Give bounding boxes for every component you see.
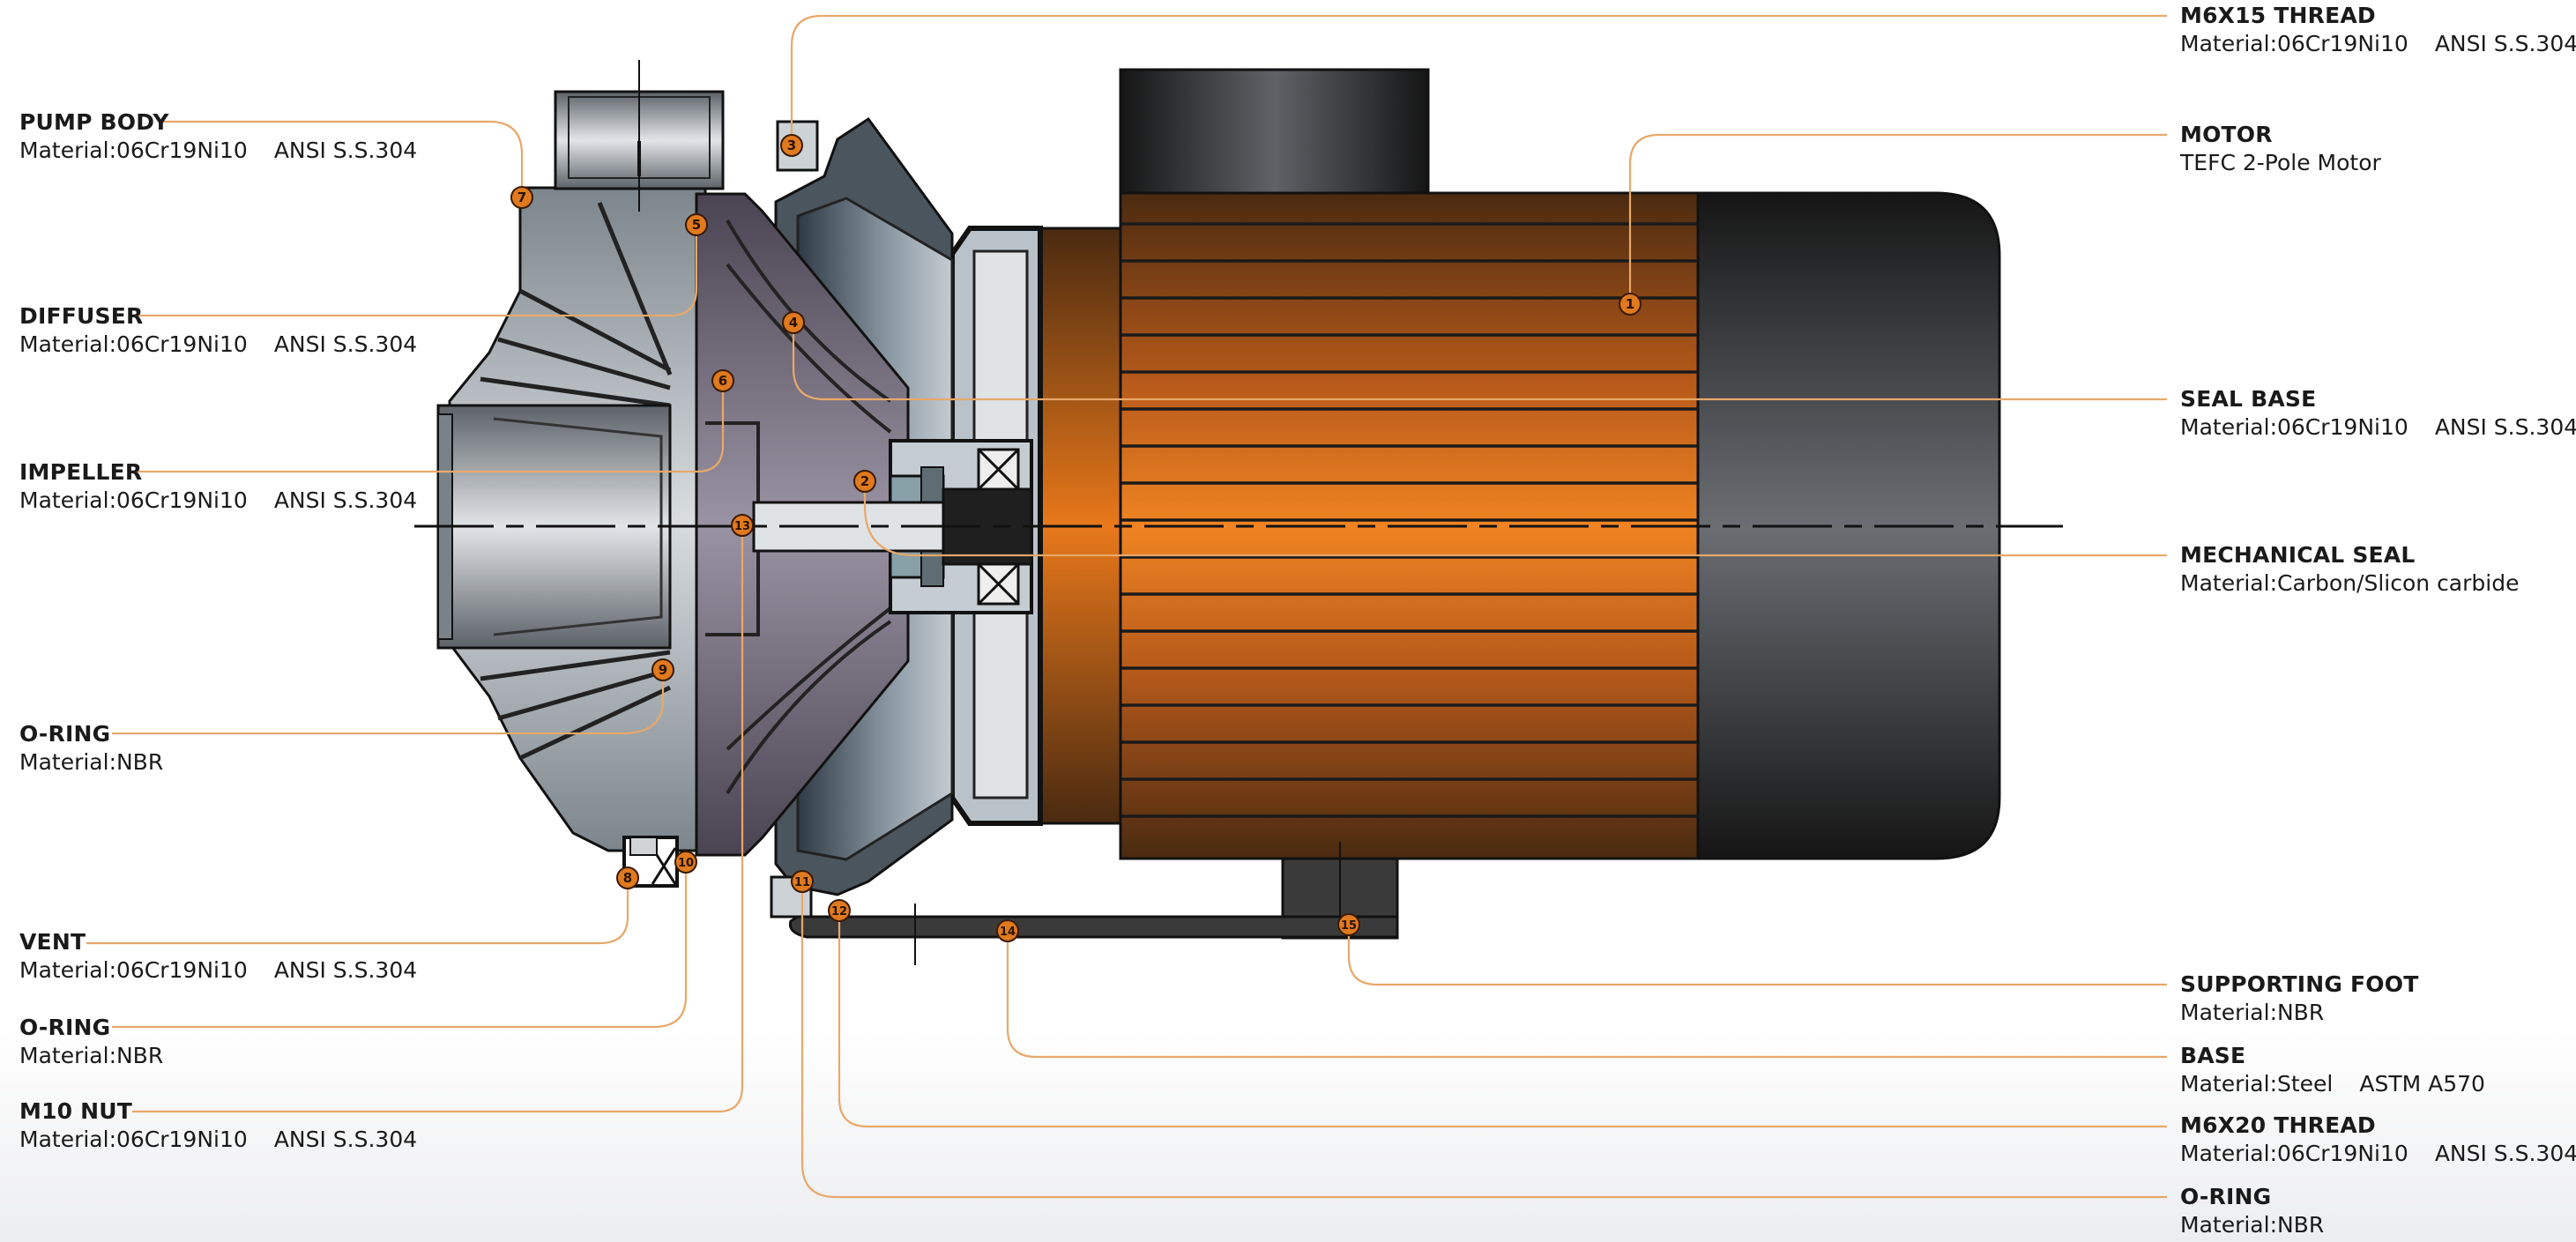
part-material: Material:NBR — [19, 1043, 164, 1068]
part-material: Material:Carbon/Slicon carbide — [2180, 570, 2520, 596]
diffuser-vanes — [480, 202, 673, 761]
part-title: O-RING — [2180, 1184, 2272, 1209]
marker-12: 12 — [828, 899, 851, 922]
marker-2: 2 — [853, 470, 876, 493]
motor-group — [949, 68, 2001, 940]
part-title: MOTOR — [2180, 122, 2273, 147]
svg-text:7: 7 — [517, 190, 526, 205]
label-mechanical-seal: MECHANICAL SEAL Material:Carbon/Slicon c… — [2180, 541, 2519, 598]
marker-11: 11 — [791, 870, 814, 893]
marker-4: 4 — [782, 311, 805, 334]
svg-text:13: 13 — [734, 520, 750, 533]
part-title: M10 NUT — [19, 1098, 133, 1124]
svg-text:15: 15 — [1341, 919, 1357, 933]
marker-14: 14 — [996, 919, 1019, 942]
part-title: M6X15 THREAD — [2180, 3, 2376, 28]
svg-text:14: 14 — [1000, 926, 1016, 939]
label-o-ring-3: O-RING Material:NBR — [2180, 1183, 2324, 1239]
part-title: DIFFUSER — [19, 303, 144, 329]
part-title: IMPELLER — [19, 459, 143, 485]
svg-text:4: 4 — [789, 315, 798, 331]
svg-text:5: 5 — [692, 217, 701, 233]
marker-6: 6 — [711, 369, 734, 392]
marker-9: 9 — [651, 658, 674, 681]
leader-lines — [86, 14, 2167, 1199]
part-title: SUPPORTING FOOT — [2180, 971, 2419, 997]
part-title: SEAL BASE — [2180, 386, 2317, 412]
label-supporting-foot: SUPPORTING FOOT Material:NBR — [2180, 971, 2418, 1027]
marker-3: 3 — [780, 134, 803, 157]
part-title: O-RING — [19, 1015, 111, 1040]
marker-15: 15 — [1337, 913, 1360, 936]
label-motor: MOTOR TEFC 2-Pole Motor — [2180, 121, 2381, 177]
svg-text:2: 2 — [860, 473, 869, 489]
svg-text:3: 3 — [787, 138, 796, 153]
marker-7: 7 — [510, 186, 533, 209]
part-title: PUMP BODY — [19, 109, 169, 135]
svg-text:8: 8 — [623, 870, 632, 886]
marker-8: 8 — [616, 866, 639, 889]
part-material: TEFC 2-Pole Motor — [2180, 150, 2381, 175]
svg-text:1: 1 — [1626, 296, 1634, 312]
part-title: MECHANICAL SEAL — [2180, 542, 2416, 568]
marker-5: 5 — [685, 213, 708, 236]
part-material: Material:NBR — [2180, 1212, 2325, 1238]
part-title: BASE — [2180, 1043, 2246, 1068]
svg-text:9: 9 — [659, 662, 667, 678]
cooling-fins — [1120, 222, 1698, 818]
part-title: VENT — [19, 929, 86, 955]
part-title: O-RING — [19, 721, 111, 747]
part-markers: 1 2 3 4 5 6 7 8 9 10 11 12 13 14 15 — [510, 134, 1642, 942]
part-material: Material:NBR — [2180, 1000, 2325, 1025]
background-fade — [0, 1030, 2576, 1242]
part-title: M6X20 THREAD — [2180, 1112, 2376, 1138]
label-o-ring-1: O-RING Material:NBR — [19, 720, 163, 777]
svg-text:11: 11 — [794, 876, 810, 889]
part-material: Material:NBR — [19, 749, 164, 775]
marker-10: 10 — [674, 851, 697, 874]
svg-text:12: 12 — [831, 905, 847, 918]
svg-text:10: 10 — [678, 857, 694, 870]
svg-text:6: 6 — [718, 373, 727, 389]
marker-13: 13 — [731, 514, 754, 537]
marker-1: 1 — [1619, 293, 1642, 316]
label-o-ring-2: O-RING Material:NBR — [19, 1014, 163, 1070]
